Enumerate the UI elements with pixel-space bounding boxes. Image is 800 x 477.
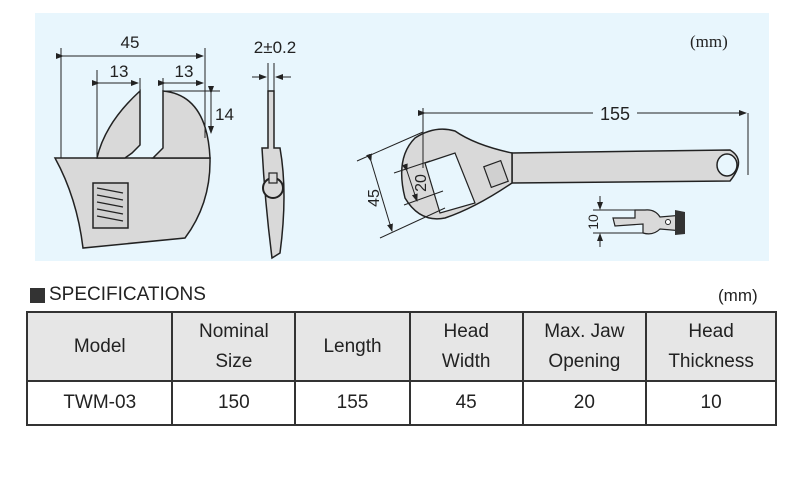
full-length-label: 155 <box>600 104 630 124</box>
full-view-drawing <box>356 108 749 247</box>
cell-model: TWM-03 <box>25 380 174 426</box>
square-bullet-icon <box>30 287 45 303</box>
side-view-drawing <box>252 63 291 260</box>
wrench-drawings: 45 13 13 14 2±0.2 <box>53 33 749 260</box>
specifications-heading: SPECIFICATIONS <box>30 284 206 306</box>
full-head-thickness-label: 10 <box>585 214 601 230</box>
cell-head-thickness: 10 <box>645 380 777 426</box>
cell-length: 155 <box>294 380 411 426</box>
diagram-unit-label: (mm) <box>690 32 728 51</box>
header-model: Model <box>25 311 174 382</box>
side-thickness-label: 2±0.2 <box>254 38 296 57</box>
table-row: TWM-03 150 155 45 20 10 <box>25 380 777 426</box>
front-view-drawing <box>53 48 220 249</box>
cell-head-width: 45 <box>408 380 524 426</box>
front-right-jaw-label: 13 <box>175 62 194 81</box>
front-overall-width-label: 45 <box>121 33 140 52</box>
specifications-unit: (mm) <box>718 286 758 305</box>
front-left-jaw-label: 13 <box>110 62 129 81</box>
full-head-width-label: 45 <box>366 189 383 207</box>
dimension-drawing-panel: 45 13 13 14 2±0.2 <box>35 13 769 261</box>
cell-nominal-size: 150 <box>171 380 297 426</box>
full-jaw-opening-label: 20 <box>413 174 430 192</box>
header-length: Length <box>294 311 411 382</box>
cell-max-jaw-opening: 20 <box>521 380 648 426</box>
front-jaw-depth-label: 14 <box>215 105 234 124</box>
specifications-title: SPECIFICATIONS <box>49 284 206 305</box>
